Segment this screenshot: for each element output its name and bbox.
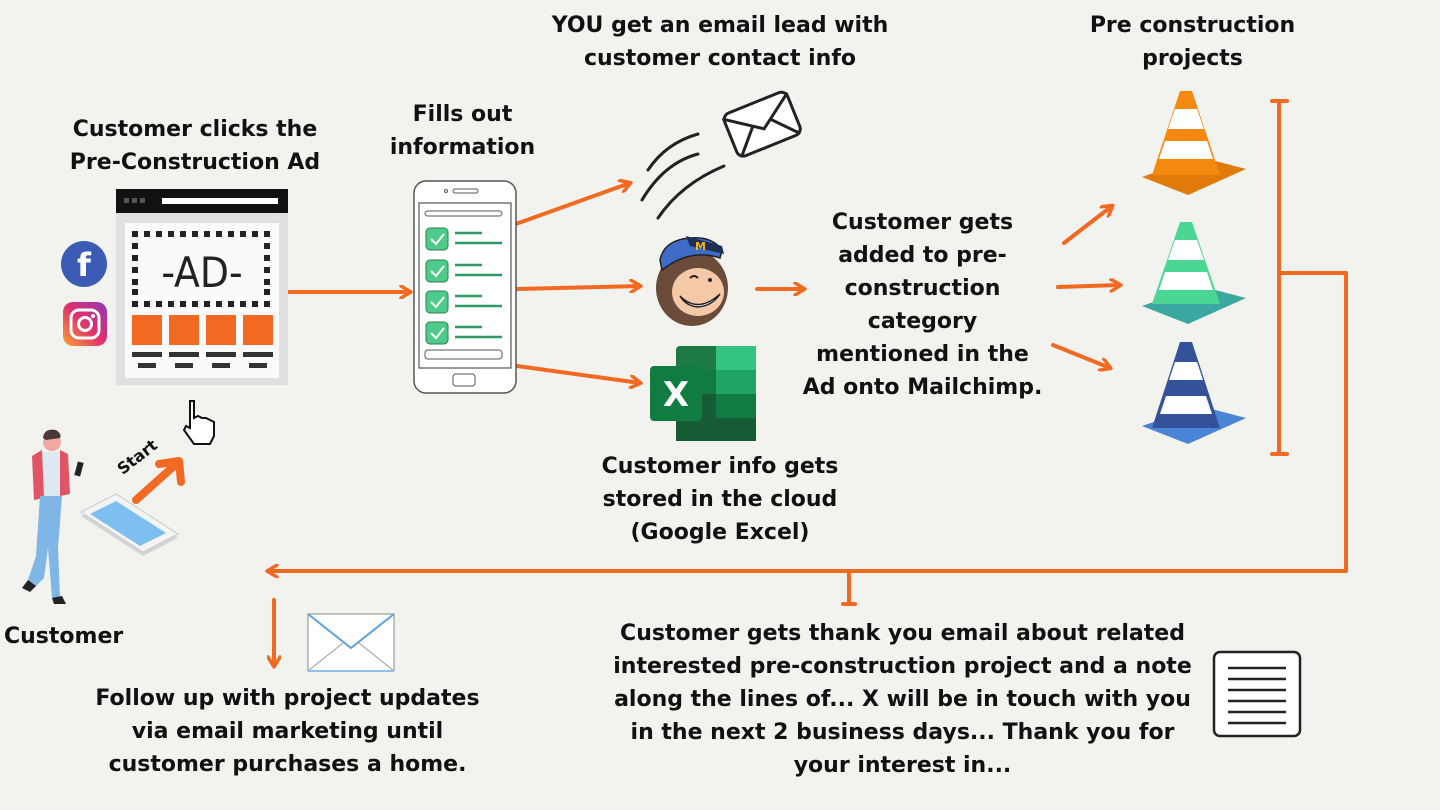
- mailchimp-logo-icon: M: [650, 232, 730, 334]
- document-icon: [1212, 650, 1304, 744]
- pointer-cursor-icon: [180, 398, 220, 452]
- ad-text: -AD-: [161, 248, 242, 297]
- projects-label: Pre construction projects: [1089, 13, 1296, 71]
- orange-cone-icon[interactable]: [1142, 89, 1248, 199]
- arrow-form-to-excel: [515, 364, 640, 383]
- excel-icon: X: [650, 346, 758, 446]
- svg-text:M: M: [695, 240, 706, 253]
- arrow-to-blue-cone: [1051, 343, 1110, 368]
- green-cone-icon[interactable]: [1142, 220, 1248, 330]
- thank-you-label: Customer gets thank you email about rela…: [613, 621, 1192, 778]
- follow-up-label: Follow up with project updates via email…: [95, 686, 480, 777]
- ad-browser-window[interactable]: -AD-: [116, 189, 288, 389]
- envelope-icon: [307, 613, 397, 677]
- customer-illustration: Start: [14, 428, 214, 622]
- customer-label: Customer: [4, 624, 124, 649]
- fill-info-label: Fills out information: [389, 102, 536, 160]
- ad-click-label: Customer clicks the Pre-Construction Ad: [69, 117, 321, 175]
- excel-label: Customer info gets stored in the cloud (…: [601, 454, 839, 545]
- arrow-to-green-cone: [1056, 285, 1120, 287]
- arrow-form-to-mailchimp: [515, 286, 640, 289]
- blue-cone-icon[interactable]: [1142, 340, 1248, 452]
- email-lead-label: YOU get an email lead with customer cont…: [551, 13, 889, 71]
- arrow-form-to-email: [511, 183, 630, 227]
- svg-text:f: f: [77, 246, 92, 284]
- form-phone[interactable]: [413, 180, 517, 398]
- start-label: Start: [113, 435, 161, 478]
- facebook-icon: f: [60, 240, 108, 292]
- excel-letter: X: [663, 375, 689, 415]
- mailchimp-category-label: Customer gets added to pre- construction…: [802, 210, 1043, 400]
- instagram-icon: [63, 302, 107, 350]
- flying-envelope-icon: [636, 88, 816, 227]
- arrow-to-orange-cone: [1062, 206, 1112, 245]
